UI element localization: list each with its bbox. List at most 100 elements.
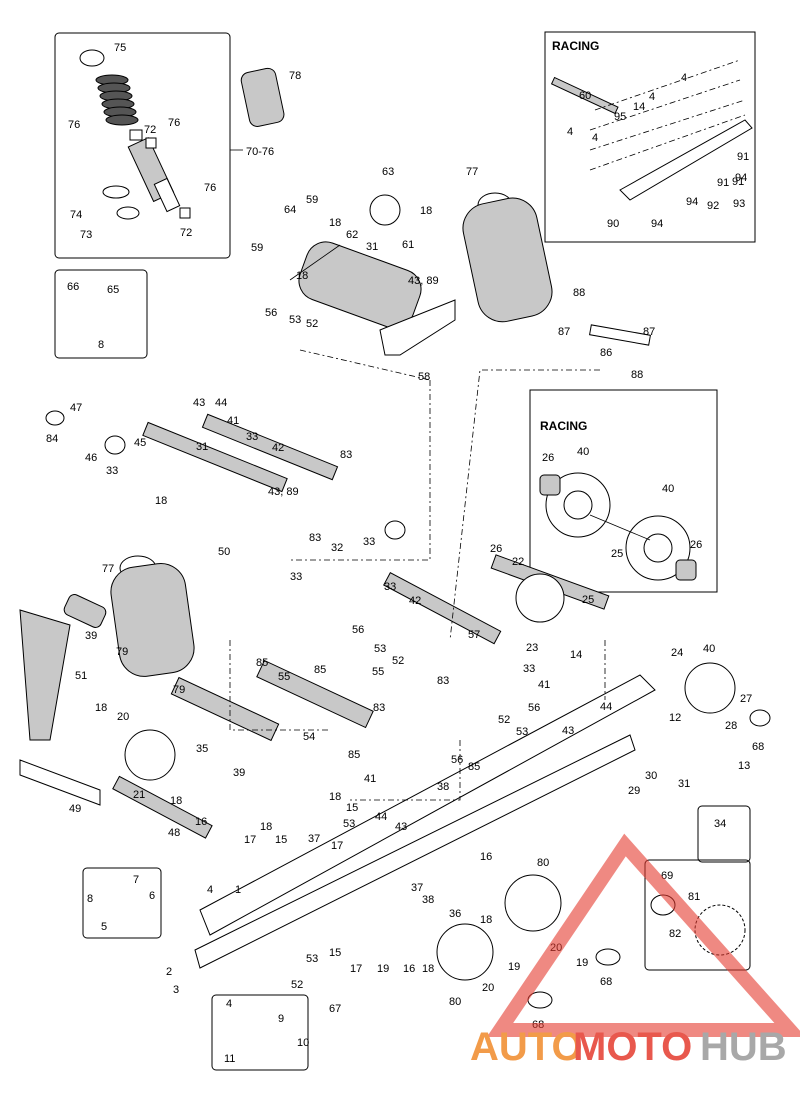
callout-68: 68 <box>600 976 612 988</box>
racing-top-label: RACING <box>552 39 599 53</box>
callout-18: 18 <box>329 217 341 229</box>
callout-34: 34 <box>714 818 726 830</box>
callout-18: 18 <box>95 702 107 714</box>
callout-32: 32 <box>331 542 343 554</box>
callout-1: 1 <box>235 884 241 896</box>
callout-26: 26 <box>490 543 502 555</box>
callout-59: 59 <box>251 242 263 254</box>
callout-46: 46 <box>85 452 97 464</box>
front-shock <box>63 555 195 677</box>
spring <box>95 74 139 126</box>
callout-85: 85 <box>256 657 268 669</box>
callout-37: 37 <box>411 882 423 894</box>
callout-83: 83 <box>437 675 449 687</box>
callout-43: 43 <box>562 725 574 737</box>
callout-91: 91 <box>732 176 744 188</box>
callout-70-76: 70-76 <box>246 146 274 158</box>
callout-20: 20 <box>482 982 494 994</box>
callout-23: 23 <box>526 642 538 654</box>
callout-62: 62 <box>346 229 358 241</box>
callout-95: 95 <box>614 111 626 123</box>
callout-14: 14 <box>633 101 645 113</box>
callout-31: 31 <box>678 778 690 790</box>
bracket-box <box>54 269 148 359</box>
callout-3: 3 <box>173 984 179 996</box>
watermark-auto: AUTO <box>470 1025 583 1069</box>
callout-77: 77 <box>466 166 478 178</box>
callout-16: 16 <box>403 963 415 975</box>
callout-18: 18 <box>329 791 341 803</box>
callout-44: 44 <box>375 811 387 823</box>
callout-15: 15 <box>346 802 358 814</box>
callout-42: 42 <box>409 595 421 607</box>
callout-53: 53 <box>343 818 355 830</box>
callout-5: 5 <box>101 921 107 933</box>
callout-52: 52 <box>392 655 404 667</box>
callout-4: 4 <box>567 126 573 138</box>
callout-33: 33 <box>523 663 535 675</box>
callout-72: 72 <box>180 227 192 239</box>
callout-74: 74 <box>70 209 82 221</box>
callout-56: 56 <box>451 754 463 766</box>
watermark-hub: HUB <box>700 1025 787 1069</box>
callout-41: 41 <box>227 415 239 427</box>
callout-18: 18 <box>296 270 308 282</box>
callout-60: 60 <box>579 90 591 102</box>
callout-26: 26 <box>542 452 554 464</box>
callout-27: 27 <box>740 693 752 705</box>
callout-4: 4 <box>207 884 213 896</box>
callout-94: 94 <box>651 218 663 230</box>
callout-40: 40 <box>577 446 589 458</box>
callout-47: 47 <box>70 402 82 414</box>
callout-75: 75 <box>114 42 126 54</box>
callout-85: 85 <box>468 761 480 773</box>
watermark: AUTO MOTO HUB <box>470 833 800 1069</box>
callout-24: 24 <box>671 647 683 659</box>
callout-78: 78 <box>289 70 301 82</box>
callout-11: 11 <box>224 1053 235 1065</box>
callout-38: 38 <box>422 894 434 906</box>
callout-53: 53 <box>374 643 386 655</box>
callout-18: 18 <box>422 963 434 975</box>
racing-wheels-box: RACING <box>529 389 718 593</box>
callout-77: 77 <box>102 563 114 575</box>
callout-91: 91 <box>717 177 729 189</box>
callout-76: 76 <box>68 119 80 131</box>
callout-52: 52 <box>291 979 303 991</box>
callout-56: 56 <box>528 702 540 714</box>
callout-14: 14 <box>570 649 582 661</box>
callout-33: 33 <box>290 571 302 583</box>
callout-28: 28 <box>725 720 737 732</box>
callout-10: 10 <box>297 1037 309 1049</box>
callout-15: 15 <box>275 834 287 846</box>
callout-92: 92 <box>707 200 719 212</box>
callout-64: 64 <box>284 204 296 216</box>
callout-86: 86 <box>600 347 612 359</box>
callout-76: 76 <box>168 117 180 129</box>
callout-93: 93 <box>733 198 745 210</box>
callout-31: 31 <box>366 241 378 253</box>
callout-54: 54 <box>303 731 315 743</box>
callout-20: 20 <box>117 711 129 723</box>
callout-18: 18 <box>420 205 432 217</box>
callout-33: 33 <box>106 465 118 477</box>
callout-90: 90 <box>607 218 619 230</box>
callout-17: 17 <box>350 963 362 975</box>
callout-85: 85 <box>314 664 326 676</box>
racing-top-parts <box>550 59 753 201</box>
callout-4: 4 <box>649 91 655 103</box>
callout-94: 94 <box>735 172 747 184</box>
callout-44: 44 <box>600 701 612 713</box>
rear-arm <box>112 554 610 839</box>
callout-19: 19 <box>508 961 520 973</box>
callout-40: 40 <box>662 483 674 495</box>
callout-41: 41 <box>364 773 376 785</box>
callout-94: 94 <box>686 196 698 208</box>
callout-51: 51 <box>75 670 87 682</box>
callout-29: 29 <box>628 785 640 797</box>
callout-8: 8 <box>87 893 93 905</box>
callout-4: 4 <box>226 998 232 1010</box>
callout-63: 63 <box>382 166 394 178</box>
callout-19: 19 <box>576 957 588 969</box>
